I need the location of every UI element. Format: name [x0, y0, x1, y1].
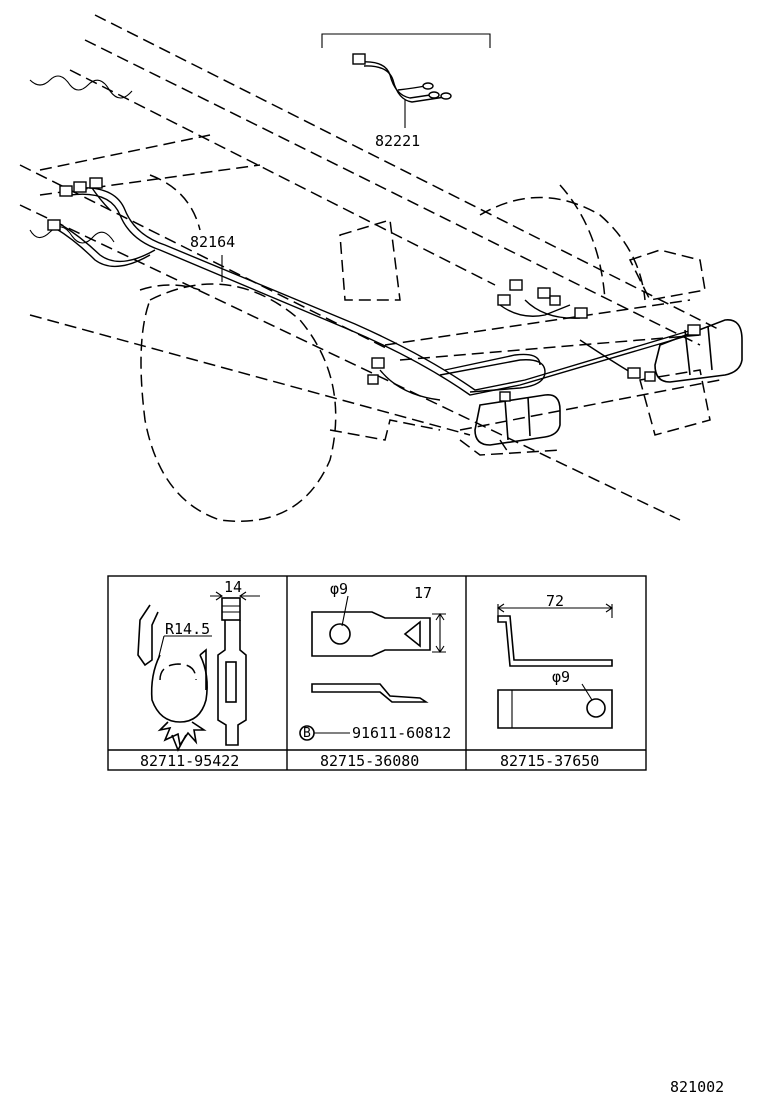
sub-harness	[321, 33, 491, 128]
part-number-82715-36080: 82715-36080	[320, 752, 419, 770]
dim-r14-5: R14.5	[165, 620, 210, 638]
clamp-drawing	[137, 591, 260, 752]
bolt-part-number: 91611-60812	[352, 724, 451, 742]
vehicle-frame	[19, 14, 743, 522]
bolt-marker: B	[303, 726, 311, 741]
dim-72: 72	[546, 592, 564, 610]
parts-table	[107, 575, 647, 771]
callout-82164: 82164	[190, 233, 235, 251]
callout-82221: 82221	[375, 132, 420, 150]
part-number-82711-95422: 82711-95422	[140, 752, 239, 770]
bracket-36080-drawing	[299, 595, 446, 741]
dim-17: 17	[414, 584, 432, 602]
dim-14: 14	[224, 578, 242, 596]
diagram-code: 821002	[670, 1078, 724, 1096]
dim-phi9-bracket2: φ9	[552, 668, 570, 686]
part-number-82715-37650: 82715-37650	[500, 752, 599, 770]
bracket-37650-drawing	[497, 603, 613, 729]
main-harness	[47, 177, 701, 402]
dim-phi9-bracket1: φ9	[330, 580, 348, 598]
